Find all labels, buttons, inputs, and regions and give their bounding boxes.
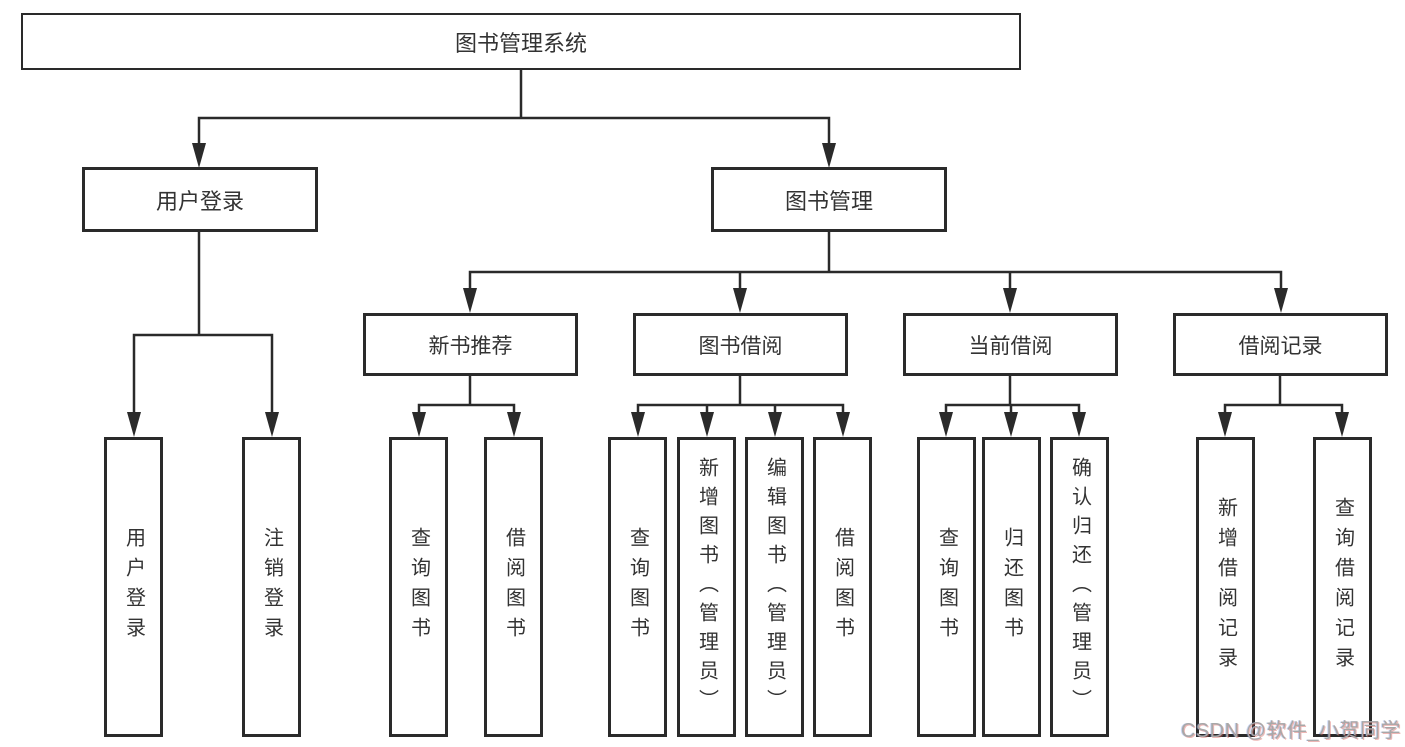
edge-root-to-level2: [197, 69, 831, 147]
node-book-borrow: 图书借阅: [633, 313, 848, 376]
arrowhead: [700, 412, 714, 437]
arrowhead: [768, 412, 782, 437]
node-confirm-return-admin: 确认归还（管理员）: [1050, 437, 1109, 737]
node-current-borrow: 当前借阅: [903, 313, 1118, 376]
watermark-text: CSDN @软件_小贺同学: [1180, 720, 1401, 742]
arrowhead: [1072, 412, 1086, 437]
edge-newbook-to-leaves: [417, 376, 516, 417]
arrowhead: [127, 412, 141, 437]
node-new-book-recommend: 新书推荐: [363, 313, 578, 376]
node-return-books: 归还图书: [982, 437, 1041, 737]
edge-records-to-leaves: [1223, 376, 1344, 417]
arrowhead: [631, 412, 645, 437]
node-user-login: 用户登录: [82, 167, 318, 232]
arrowhead: [822, 143, 836, 168]
node-add-book-admin: 新增图书（管理员）: [677, 437, 736, 737]
edge-userlogin-to-leaves: [132, 232, 274, 417]
node-borrow-books-recommend: 借阅图书: [484, 437, 543, 737]
arrowhead: [1004, 412, 1018, 437]
arrowhead: [192, 143, 206, 168]
edge-bookmgmt-to-level3: [468, 232, 1283, 292]
arrowhead: [836, 412, 850, 437]
node-logout-leaf: 注销登录: [242, 437, 301, 737]
node-query-books-borrow: 查询图书: [608, 437, 667, 737]
arrowhead: [1335, 412, 1349, 437]
arrowhead: [1274, 288, 1288, 313]
arrowhead: [1218, 412, 1232, 437]
node-query-books-recommend: 查询图书: [389, 437, 448, 737]
node-borrow-books-leaf: 借阅图书: [813, 437, 872, 737]
node-user-login-leaf: 用户登录: [104, 437, 163, 737]
arrowhead: [507, 412, 521, 437]
node-query-borrow-record: 查询借阅记录: [1313, 437, 1372, 737]
node-library-management-system: 图书管理系统: [21, 13, 1021, 70]
arrowhead: [1003, 288, 1017, 313]
arrowhead: [463, 288, 477, 313]
arrowhead: [939, 412, 953, 437]
node-query-books-current: 查询图书: [917, 437, 976, 737]
node-edit-book-admin: 编辑图书（管理员）: [745, 437, 804, 737]
arrowhead: [265, 412, 279, 437]
arrowhead: [412, 412, 426, 437]
edge-bookborrow-to-leaves: [636, 376, 845, 417]
arrowhead: [733, 288, 747, 313]
node-book-management: 图书管理: [711, 167, 947, 232]
node-borrow-records: 借阅记录: [1173, 313, 1388, 376]
node-add-borrow-record: 新增借阅记录: [1196, 437, 1255, 737]
edge-currentborrow-to-leaves: [944, 376, 1081, 417]
